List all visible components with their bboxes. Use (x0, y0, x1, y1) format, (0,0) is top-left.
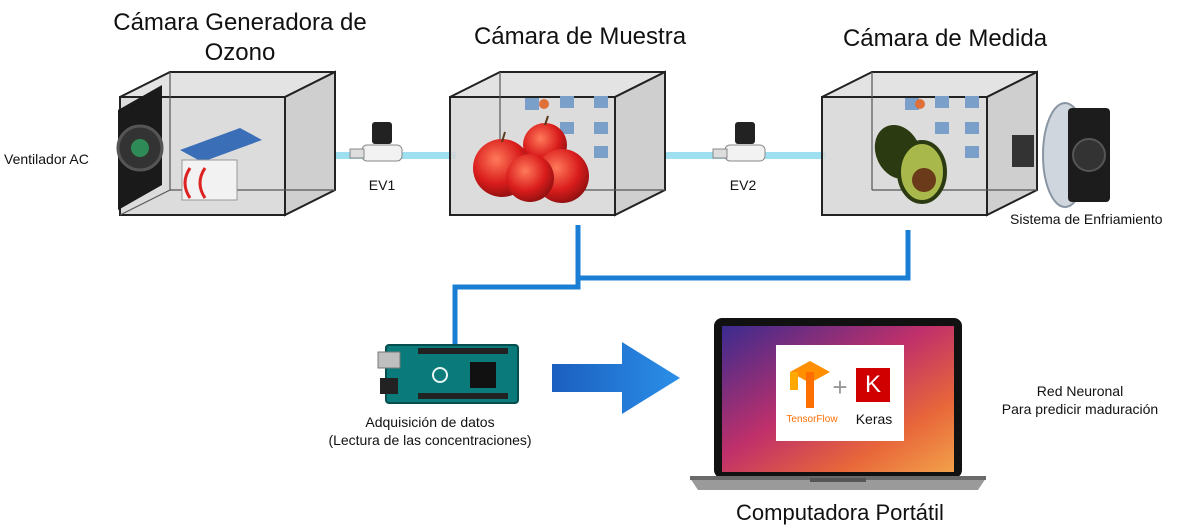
sample-chamber-title: Cámara de Muestra (473, 23, 687, 50)
laptop-label: Computadora Portátil (736, 500, 944, 525)
network-line2: Para predicir maduración (1001, 401, 1159, 417)
ozone-generator-icon (180, 128, 262, 201)
measure-chamber-title: Cámara de Medida (842, 25, 1048, 52)
valve-ev2-label: EV2 (729, 177, 757, 193)
measure-chamber (821, 70, 1038, 217)
keras-letter: K (864, 371, 881, 398)
generator-title-line2: Ozono (204, 39, 276, 66)
valve-ev2-icon (712, 122, 766, 162)
apples-icon (473, 115, 589, 203)
valve-ev1-icon (349, 122, 403, 162)
tensorflow-logo-icon (790, 361, 830, 408)
neural-network-label: Red Neuronal Para predicir maduración (995, 382, 1165, 418)
cooling-system-icon (1012, 102, 1110, 208)
fan-icon (116, 85, 164, 210)
gas-sensors-icon (525, 96, 608, 158)
generator-title-line1: Cámara Generadora de (113, 9, 367, 36)
avocado-icon (874, 124, 947, 204)
tensorflow-label: TensorFlow (786, 414, 838, 425)
keras-logo-icon (856, 368, 890, 402)
sample-chamber (449, 70, 666, 217)
arrow-right-icon (552, 342, 680, 414)
cooling-system-label: Sistema de Enfriamiento (1010, 211, 1163, 227)
keras-label: Keras (855, 411, 893, 427)
arduino-board-icon (377, 344, 519, 404)
network-line1: Red Neuronal (1036, 383, 1124, 399)
signal-wires (452, 225, 911, 348)
acquisition-line1: Adquisición de datos (365, 414, 495, 430)
fan-label: Ventilador AC (4, 151, 89, 167)
plus-sign: + (832, 372, 848, 402)
generator-chamber-title: Cámara Generadora de Ozono (100, 8, 380, 68)
gas-sensors-icon-2 (905, 96, 979, 158)
acquisition-label: Adquisición de datos (Lectura de las con… (310, 413, 550, 449)
generator-chamber (116, 70, 336, 217)
acquisition-line2: (Lectura de las concentraciones) (328, 432, 532, 448)
valve-ev1-label: EV1 (368, 177, 396, 193)
